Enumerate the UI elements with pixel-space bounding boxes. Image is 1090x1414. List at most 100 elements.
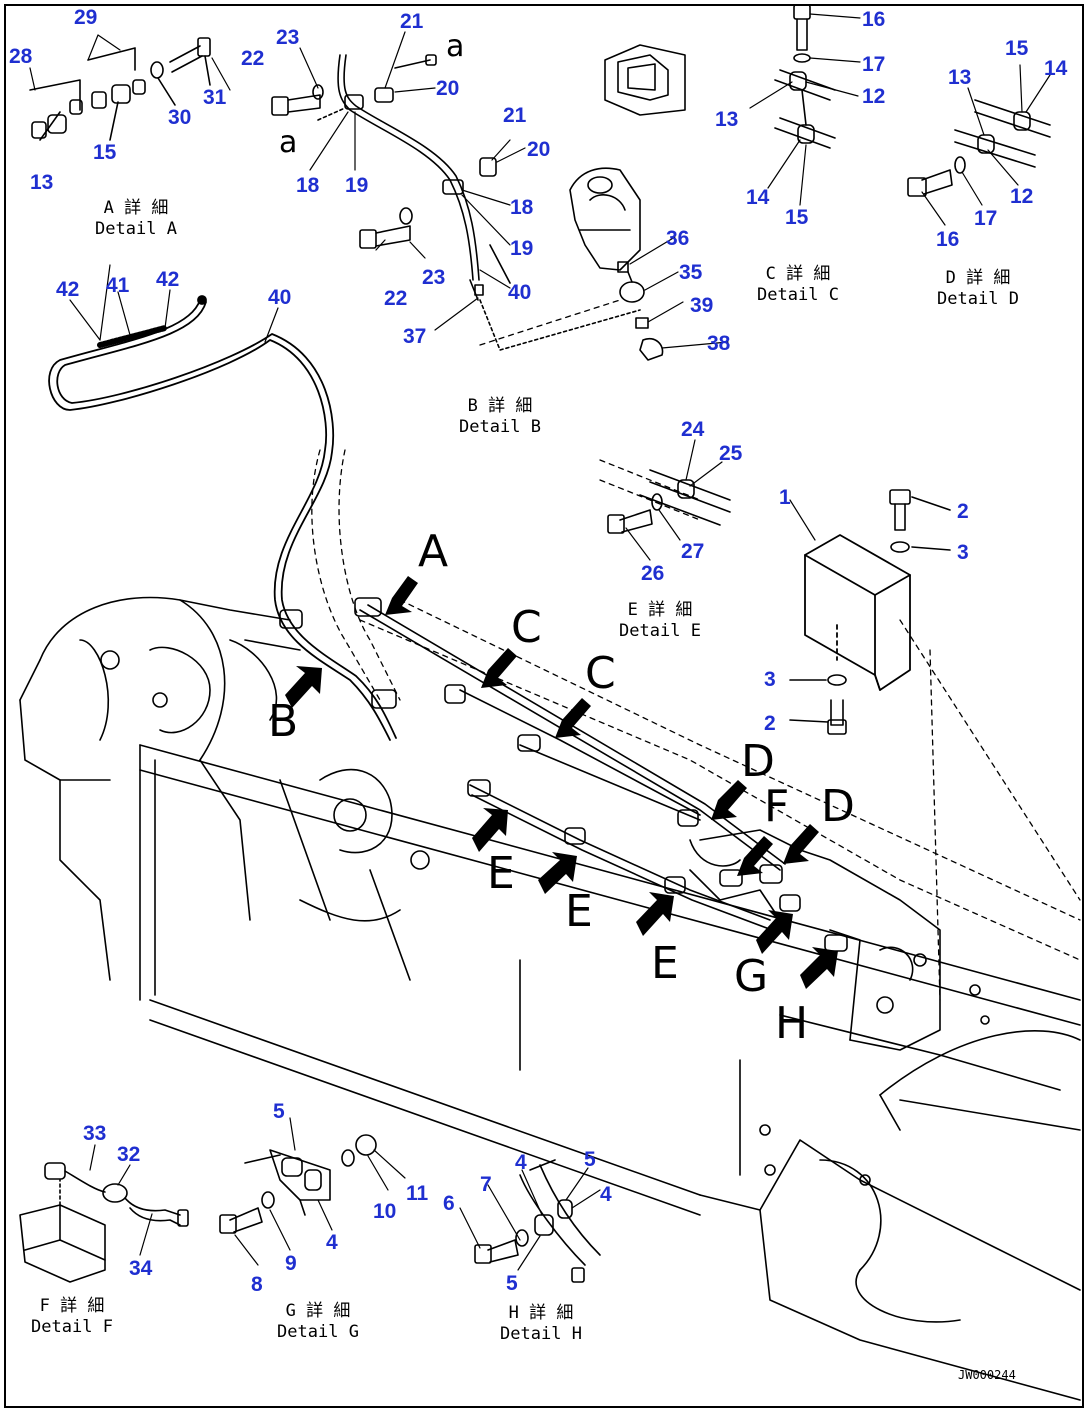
view-letter-f: F: [764, 781, 790, 832]
callout-31: 31: [203, 86, 227, 109]
caption-detail-h-jp: H 詳 細: [508, 1303, 574, 1323]
callout-19b: 19: [510, 237, 534, 260]
callout-12d: 12: [1010, 185, 1034, 208]
caption-detail-c-en: Detail C: [757, 285, 839, 306]
callout-18b: 18: [510, 196, 534, 219]
callout-19: 19: [345, 174, 369, 197]
callout-23: 23: [276, 26, 300, 49]
drawing-code: JW000244: [958, 1368, 1016, 1382]
caption-detail-c-jp: C 詳 細: [765, 264, 831, 284]
callout-4h-top: 4: [515, 1151, 527, 1174]
view-letter-e3: E: [651, 938, 679, 989]
view-letter-d1: D: [741, 736, 775, 787]
callout-13d: 13: [948, 66, 972, 89]
callout-1: 1: [779, 486, 791, 509]
detail-g-drawing: [219, 1134, 377, 1234]
callout-11: 11: [406, 1182, 429, 1205]
harness-40: [48, 295, 397, 741]
view-arrows: [285, 576, 838, 989]
detail-f-drawing: [19, 1162, 189, 1283]
view-letter-g: G: [734, 951, 769, 1002]
caption-detail-g: G 詳 細 Detail G: [268, 1301, 368, 1344]
callout-15c: 15: [785, 206, 809, 229]
caption-detail-e-en: Detail E: [619, 621, 701, 642]
callout-8: 8: [251, 1273, 263, 1296]
callout-5h: 5: [506, 1272, 518, 1295]
detail-h-drawing: [474, 1159, 601, 1283]
drawing-frame: [4, 4, 1084, 1408]
callout-5h-top: 5: [584, 1148, 596, 1171]
callout-40b: 40: [508, 281, 532, 304]
leader-lines: [29, 13, 1051, 1271]
callout-42b: 42: [156, 268, 180, 291]
callout-30: 30: [168, 106, 192, 129]
callout-7: 7: [480, 1173, 492, 1196]
bolt-2-bottom: [789, 674, 847, 735]
direction-indicator: [604, 44, 686, 116]
callout-40: 40: [268, 286, 292, 309]
detail-b-drawing: [271, 54, 641, 351]
callout-13: 13: [30, 171, 54, 194]
callout-3b: 3: [764, 668, 776, 691]
callout-4h: 4: [600, 1183, 612, 1206]
callout-36: 36: [666, 227, 690, 250]
caption-detail-g-jp: G 詳 細: [285, 1301, 351, 1321]
callout-27: 27: [681, 540, 705, 563]
clamps: [279, 597, 848, 952]
caption-detail-d-jp: D 詳 細: [945, 268, 1011, 288]
detail-c-drawing: [774, 4, 836, 149]
callout-18: 18: [296, 174, 320, 197]
cover-1: [804, 534, 911, 691]
callout-12: 12: [862, 85, 886, 108]
caption-detail-b: B 詳 細 Detail B: [450, 396, 550, 439]
callout-35: 35: [679, 261, 703, 284]
callout-20b: 20: [527, 138, 551, 161]
caption-detail-f-jp: F 詳 細: [39, 1296, 105, 1316]
connection-mark-a-left: a: [279, 125, 298, 160]
callout-25: 25: [719, 442, 743, 465]
callout-24: 24: [681, 418, 705, 441]
callout-13c: 13: [715, 108, 739, 131]
callout-32: 32: [117, 1143, 141, 1166]
callout-10: 10: [373, 1200, 397, 1223]
view-letter-c1: C: [511, 602, 542, 653]
callout-38: 38: [707, 332, 731, 355]
callout-21b: 21: [503, 104, 527, 127]
caption-detail-f-en: Detail F: [31, 1317, 113, 1338]
callout-17d: 17: [974, 207, 998, 230]
callout-23b: 23: [422, 266, 446, 289]
callout-9: 9: [285, 1252, 297, 1275]
view-letter-b: B: [268, 696, 299, 747]
caption-detail-g-en: Detail G: [277, 1322, 359, 1343]
callout-14c: 14: [746, 186, 770, 209]
callout-26: 26: [641, 562, 665, 585]
callout-15: 15: [93, 141, 117, 164]
view-letter-c2: C: [585, 648, 616, 699]
caption-detail-c: C 詳 細 Detail C: [748, 264, 848, 307]
callout-21: 21: [400, 10, 424, 33]
callout-20: 20: [436, 77, 460, 100]
callout-16: 16: [862, 8, 886, 31]
callout-3a: 3: [957, 541, 969, 564]
detail-b-pump: [569, 167, 664, 361]
callout-16d: 16: [936, 228, 960, 251]
detail-d-drawing: [907, 99, 1051, 197]
caption-detail-f: F 詳 細 Detail F: [22, 1296, 122, 1339]
routing-dashed: [311, 299, 1081, 1001]
connection-mark-a-top: a: [446, 29, 465, 64]
callout-4g: 4: [326, 1231, 338, 1254]
callout-29: 29: [74, 6, 98, 29]
callout-5g: 5: [273, 1100, 285, 1123]
bolt-2-top: [889, 489, 951, 553]
caption-detail-e: E 詳 細 Detail E: [610, 600, 710, 643]
caption-detail-d: D 詳 細 Detail D: [928, 268, 1028, 311]
callout-39: 39: [690, 294, 714, 317]
view-letter-d2: D: [821, 781, 855, 832]
frame-body: [19, 596, 1081, 1401]
callout-33: 33: [83, 1122, 107, 1145]
caption-detail-h-en: Detail H: [500, 1324, 582, 1345]
caption-detail-h: H 詳 細 Detail H: [491, 1303, 591, 1346]
callout-2b: 2: [764, 712, 776, 735]
callout-15d: 15: [1005, 37, 1029, 60]
